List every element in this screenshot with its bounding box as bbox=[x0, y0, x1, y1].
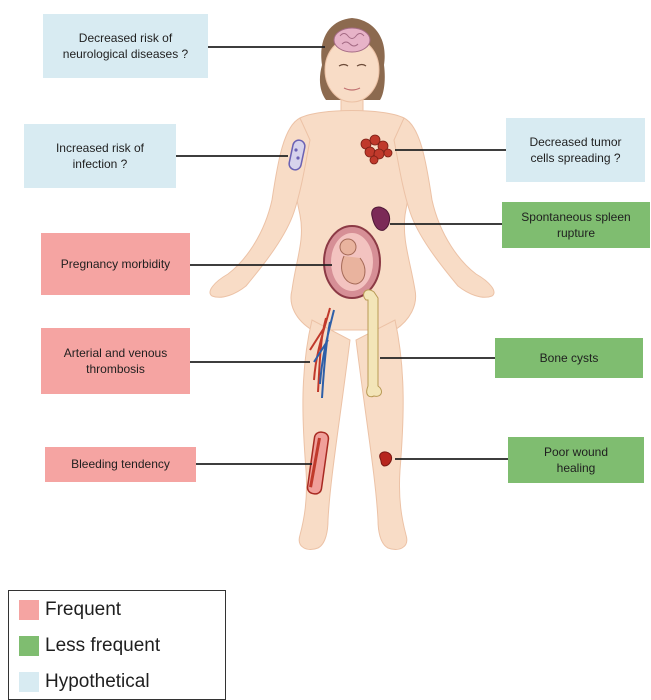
box-pregnancy: Pregnancy morbidity bbox=[41, 233, 190, 295]
brain-icon bbox=[334, 28, 370, 52]
legend-item-less-frequent: Less frequent bbox=[19, 633, 160, 659]
box-bone: Bone cysts bbox=[495, 338, 643, 378]
legend-item-frequent: Frequent bbox=[19, 597, 121, 623]
legend-swatch-frequent bbox=[19, 600, 39, 620]
box-spleen: Spontaneous spleen rupture bbox=[502, 202, 650, 248]
legend-item-hypothetical: Hypothetical bbox=[19, 669, 150, 695]
box-infection: Increased risk of infection ? bbox=[24, 124, 176, 188]
fetus-icon bbox=[324, 226, 380, 298]
box-thrombosis: Arterial and venous thrombosis bbox=[41, 328, 190, 394]
legend-label-frequent: Frequent bbox=[45, 599, 121, 621]
legend-swatch-less-frequent bbox=[19, 636, 39, 656]
box-neurological: Decreased risk of neurological diseases … bbox=[43, 14, 208, 78]
box-bleeding: Bleeding tendency bbox=[45, 447, 196, 482]
legend-swatch-hypothetical bbox=[19, 672, 39, 692]
box-wound: Poor wound healing bbox=[508, 437, 644, 483]
legend: Frequent Less frequent Hypothetical bbox=[8, 590, 226, 700]
legend-label-less-frequent: Less frequent bbox=[45, 635, 160, 657]
legend-label-hypothetical: Hypothetical bbox=[45, 671, 150, 693]
box-tumor: Decreased tumor cells spreading ? bbox=[506, 118, 645, 182]
